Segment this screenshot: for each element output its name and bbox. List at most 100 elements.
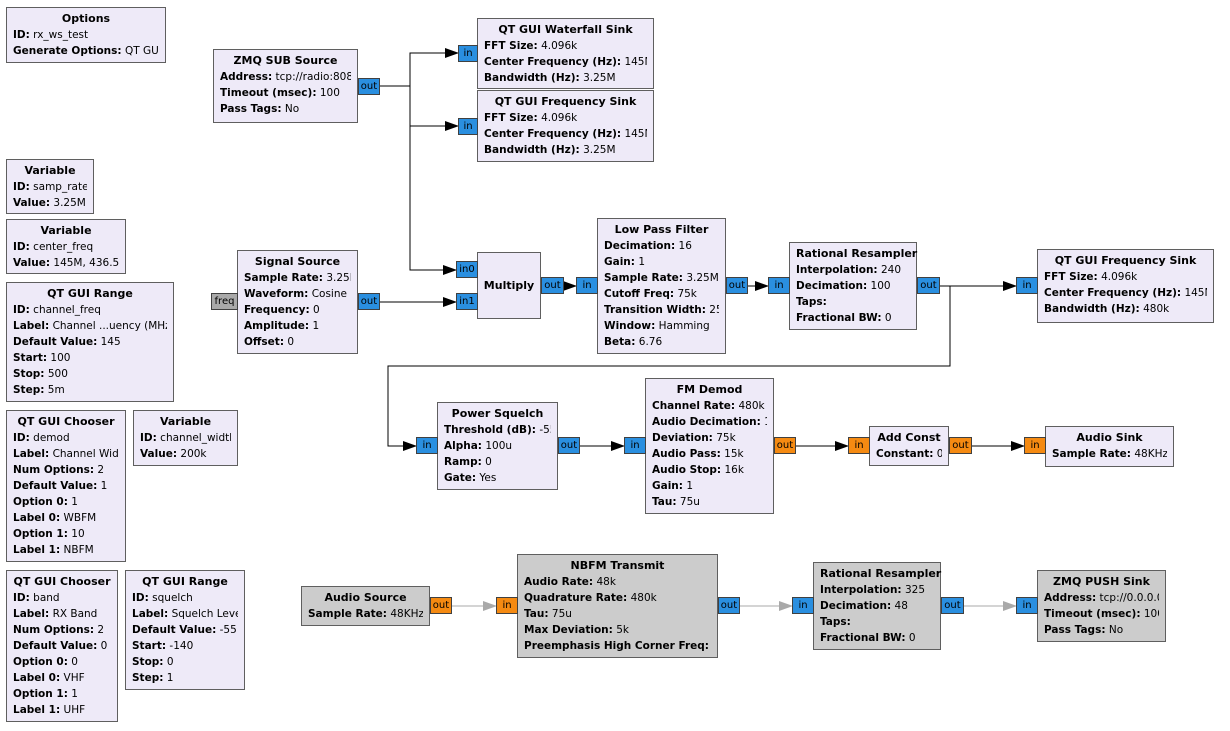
param-value: 48k: [596, 576, 616, 588]
port-freq-sink-2-in[interactable]: in: [1016, 277, 1038, 294]
block-title: Add Const: [877, 431, 941, 444]
port-resampler-1-in[interactable]: in: [768, 277, 790, 294]
block-param: ID: demod: [13, 430, 119, 446]
block-param: Pass Tags: No: [1044, 622, 1159, 638]
port-signal-source-out[interactable]: out: [358, 293, 380, 310]
block-param: Sample Rate: 3.25M: [244, 270, 351, 286]
port-resampler-1-out[interactable]: out: [917, 277, 940, 294]
block-multiply[interactable]: Multiply: [477, 252, 541, 319]
param-value: 0: [884, 312, 892, 324]
param-key: Max Deviation:: [524, 624, 613, 636]
block-param: Timeout (msec): 100: [220, 85, 351, 101]
block-param: Sample Rate: 48KHz: [308, 606, 423, 622]
block-param: Label: Squelch Level: [132, 606, 238, 622]
param-key: Stop:: [132, 656, 164, 668]
param-value: 25k: [709, 304, 719, 316]
param-key: Label:: [13, 448, 50, 460]
param-value: 3.25M: [326, 272, 351, 284]
param-value: 48KHz: [390, 608, 423, 620]
port-fm-demod-in[interactable]: in: [624, 437, 646, 454]
port-resampler-2-in[interactable]: in: [792, 597, 814, 614]
param-value: 15k: [724, 448, 744, 460]
block-param: Label: RX Band: [13, 606, 111, 622]
param-value: 16: [678, 240, 692, 252]
param-key: Constant:: [876, 448, 934, 460]
port-power-squelch-in[interactable]: in: [416, 437, 438, 454]
param-key: Window:: [604, 320, 656, 332]
port-low-pass-out[interactable]: out: [726, 277, 748, 294]
param-key: Taps:: [820, 616, 851, 628]
block-param: Fractional BW: 0: [820, 630, 934, 646]
param-value: 75k: [716, 432, 736, 444]
param-key: Alpha:: [444, 440, 483, 452]
block-param: Offset: 0: [244, 334, 351, 350]
param-value: 3.25M: [583, 144, 616, 156]
port-signal-source-freq[interactable]: freq: [211, 293, 238, 310]
port-resampler-2-out[interactable]: out: [941, 597, 964, 614]
port-fm-demod-out[interactable]: out: [774, 437, 796, 454]
port-zmq-sub-out[interactable]: out: [358, 78, 380, 95]
port-nbfm-tx-in[interactable]: in: [496, 597, 518, 614]
port-power-squelch-out[interactable]: out: [558, 437, 580, 454]
param-key: ID:: [132, 592, 149, 604]
param-value: 0: [166, 656, 174, 668]
port-multiply-in0[interactable]: in0: [456, 261, 478, 278]
block-param: Label: Channel ...uency (MHz): [13, 318, 167, 334]
param-value: 145: [100, 336, 121, 348]
param-key: Audio Decimation:: [652, 416, 761, 428]
param-key: Decimation:: [820, 600, 892, 612]
port-freq-sink-1-in[interactable]: in: [458, 118, 478, 135]
block-param: Interpolation: 240: [796, 262, 910, 278]
port-audio-source-out[interactable]: out: [430, 597, 452, 614]
port-low-pass-in[interactable]: in: [576, 277, 598, 294]
port-multiply-in1[interactable]: in1: [456, 293, 478, 310]
port-multiply-out[interactable]: out: [541, 277, 564, 294]
port-add-const-out[interactable]: out: [949, 437, 972, 454]
param-key: Default Value:: [132, 624, 217, 636]
port-add-const-in[interactable]: in: [848, 437, 870, 454]
param-value: 0: [287, 336, 295, 348]
block-title: Power Squelch: [451, 407, 544, 420]
port-zmq-push-in[interactable]: in: [1016, 597, 1038, 614]
param-key: Option 1:: [13, 688, 68, 700]
param-value: 4.096k: [541, 40, 578, 52]
param-key: Fractional BW:: [796, 312, 882, 324]
block-param: Label 1: NBFM: [13, 542, 119, 558]
port-nbfm-tx-out[interactable]: out: [718, 597, 740, 614]
param-key: Label 0:: [13, 512, 61, 524]
port-audio-sink-in[interactable]: in: [1024, 437, 1046, 454]
param-key: Interpolation:: [820, 584, 902, 596]
param-value: 100u: [485, 440, 513, 452]
param-key: Tau:: [524, 608, 549, 620]
param-key: ID:: [13, 432, 30, 444]
block-param: Label: Channel Width: [13, 446, 119, 462]
param-value: Channel ...uency (MHz): [52, 320, 167, 332]
param-value: 75k: [677, 288, 697, 300]
port-waterfall-in[interactable]: in: [458, 45, 478, 62]
block-title: QT GUI Frequency Sink: [494, 95, 637, 108]
